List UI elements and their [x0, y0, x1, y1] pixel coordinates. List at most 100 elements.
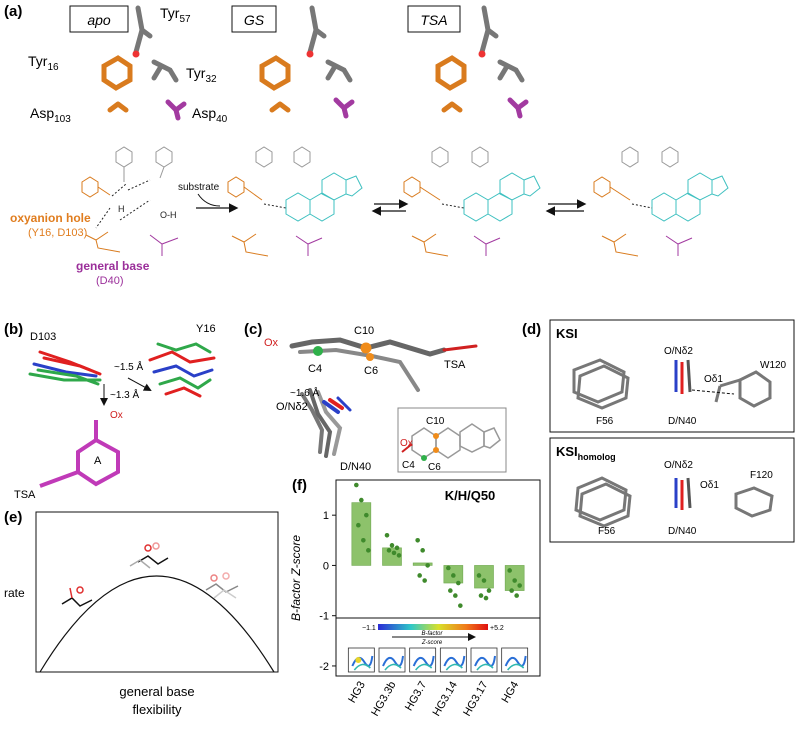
- label-dn40-c: D/N40: [340, 461, 371, 473]
- inset-label-ox: Ox: [400, 438, 413, 449]
- atom-c10: [360, 342, 372, 354]
- state-label-gs: GS: [244, 12, 265, 28]
- general-base-label: general base: [76, 259, 150, 273]
- equilibrium-arrow-2: [545, 199, 587, 216]
- bar-HG3.3b: [382, 547, 402, 566]
- point-HG4: [514, 593, 519, 598]
- label-asp40: Asp40: [192, 105, 228, 125]
- point-HG3: [356, 522, 361, 528]
- label-tyr57: Tyr57: [160, 5, 191, 25]
- x-tick-label: HG3.14: [431, 680, 460, 719]
- label-tsa-b: TSA: [14, 489, 36, 501]
- panel-e-xlabel-1: general base: [119, 684, 194, 699]
- x-tick-label: HG3.3b: [369, 680, 398, 719]
- panel-a-label: (a): [4, 3, 22, 20]
- point-HG3.17: [476, 573, 482, 578]
- mechanism-stage-apo: O-H H: [81, 146, 179, 256]
- label-tsa-c: TSA: [444, 359, 466, 371]
- point-HG3.3b: [384, 532, 390, 538]
- panel-a: (a) apo GS TSA Tyr57 Tyr16 Tyr32 Asp103 …: [4, 3, 729, 287]
- ksi-label-ond2: O/Nδ2: [664, 346, 693, 357]
- point-HG3.7: [422, 578, 427, 583]
- ring-label: A: [94, 455, 102, 467]
- panel-f-ylabel: B-factor Z-score: [289, 535, 303, 621]
- point-HG3: [366, 548, 371, 553]
- point-HG3.14: [446, 565, 451, 571]
- state-label-apo: apo: [87, 12, 111, 28]
- inset-label-c4: C4: [402, 460, 415, 471]
- point-HG3: [354, 482, 359, 488]
- label-c4: C4: [308, 363, 322, 375]
- point-HG3.14: [453, 593, 458, 598]
- colorbar-label-2: Z-score: [421, 640, 443, 646]
- panel-f: (f) K/H/Q50 B-factor Z-score 10-1-2 −1.1…: [289, 477, 541, 719]
- label-c10: C10: [354, 325, 374, 337]
- panel-e: (e) rate general base flexibility: [4, 509, 279, 717]
- label-ox-b: Ox: [110, 410, 123, 421]
- panel-b: (b) D103 Y16 ~1.5 Å ~1.3 Å Ox A TSA: [4, 321, 216, 501]
- bar-HG3.7: [412, 562, 433, 566]
- mechanism-stage-tsa: [403, 146, 541, 257]
- tsa-ring: [39, 420, 120, 488]
- colorbar-max: +5.2: [490, 625, 504, 632]
- ksi-box: KSI O/Nδ2 Oδ1 W120 F56 D/N40: [549, 319, 795, 433]
- point-HG4: [512, 578, 517, 583]
- point-HG3.7: [425, 563, 430, 568]
- point-HG4: [507, 568, 512, 573]
- point-HG3.3b: [389, 543, 395, 548]
- point-HG3.3b: [396, 553, 402, 558]
- rate-curve: [39, 575, 275, 673]
- x-tick-label: HG4: [500, 680, 522, 706]
- label-dist-c: ~1.6 Å: [290, 386, 320, 399]
- point-HG3: [359, 497, 364, 503]
- panel-e-frame: [35, 511, 279, 673]
- y-tick-label: 0: [323, 560, 329, 572]
- atom-c4: [313, 346, 323, 356]
- thumbnail-HG3.7: [409, 647, 437, 673]
- homolog-label-dn40: D/N40: [668, 526, 697, 537]
- panel-d-label: (d): [522, 321, 541, 338]
- point-HG3.14: [456, 580, 461, 586]
- point-HG3.14: [451, 573, 456, 578]
- homolog-label-f56: F56: [598, 526, 616, 537]
- homolog-label-f120: F120: [750, 470, 773, 481]
- state-box-apo: apo: [69, 5, 129, 33]
- point-HG3.3b: [391, 550, 397, 556]
- colorbar: −1.1 +5.2 B-factor Z-score: [362, 624, 504, 646]
- bar-HG3.17: [474, 565, 494, 589]
- general-base-sublabel: (D40): [96, 275, 124, 287]
- homolog-label-ond2: O/Nδ2: [664, 460, 693, 471]
- point-HG3.17: [481, 578, 487, 583]
- ksi-label-w120: W120: [760, 360, 787, 371]
- label-ond2-c: O/Nδ2: [276, 401, 308, 413]
- ksi-title: KSI: [556, 326, 578, 341]
- point-HG4: [517, 583, 522, 588]
- homolog-label-od1: Oδ1: [700, 480, 719, 491]
- gs-structure: [259, 5, 355, 119]
- substrate-label: substrate: [178, 182, 220, 193]
- structure-thumbnails: [347, 647, 529, 673]
- bar-HG3: [351, 502, 372, 566]
- ksi-label-f56: F56: [596, 416, 614, 427]
- point-HG3.7: [415, 538, 420, 543]
- point-HG4: [509, 588, 514, 593]
- panel-f-label: (f): [292, 477, 307, 494]
- label-tyr16: Tyr16: [28, 53, 59, 73]
- panel-c-label: (c): [244, 321, 262, 338]
- thumbnail-HG3: [347, 647, 375, 673]
- x-tick-label: HG3.17: [461, 680, 490, 719]
- panel-b-label: (b): [4, 321, 23, 338]
- state-box-tsa: TSA: [407, 5, 461, 33]
- point-HG3.14: [448, 588, 453, 593]
- distance-label-1: ~1.5 Å: [114, 360, 144, 373]
- panel-d: (d) KSI O/Nδ2 Oδ1 W120 F56 D/N40: [522, 319, 795, 543]
- svg-text:H: H: [118, 204, 125, 214]
- ksi-homolog-box: KSIhomolog O/Nδ2 Oδ1 F120 F56 D/N40: [549, 437, 795, 543]
- inset-label-c6: C6: [428, 462, 441, 473]
- colorbar-label-1: B-factor: [421, 631, 443, 637]
- point-HG3: [364, 512, 369, 518]
- point-series: [354, 482, 522, 608]
- oxyanion-hole-label: oxyanion hole: [10, 211, 91, 225]
